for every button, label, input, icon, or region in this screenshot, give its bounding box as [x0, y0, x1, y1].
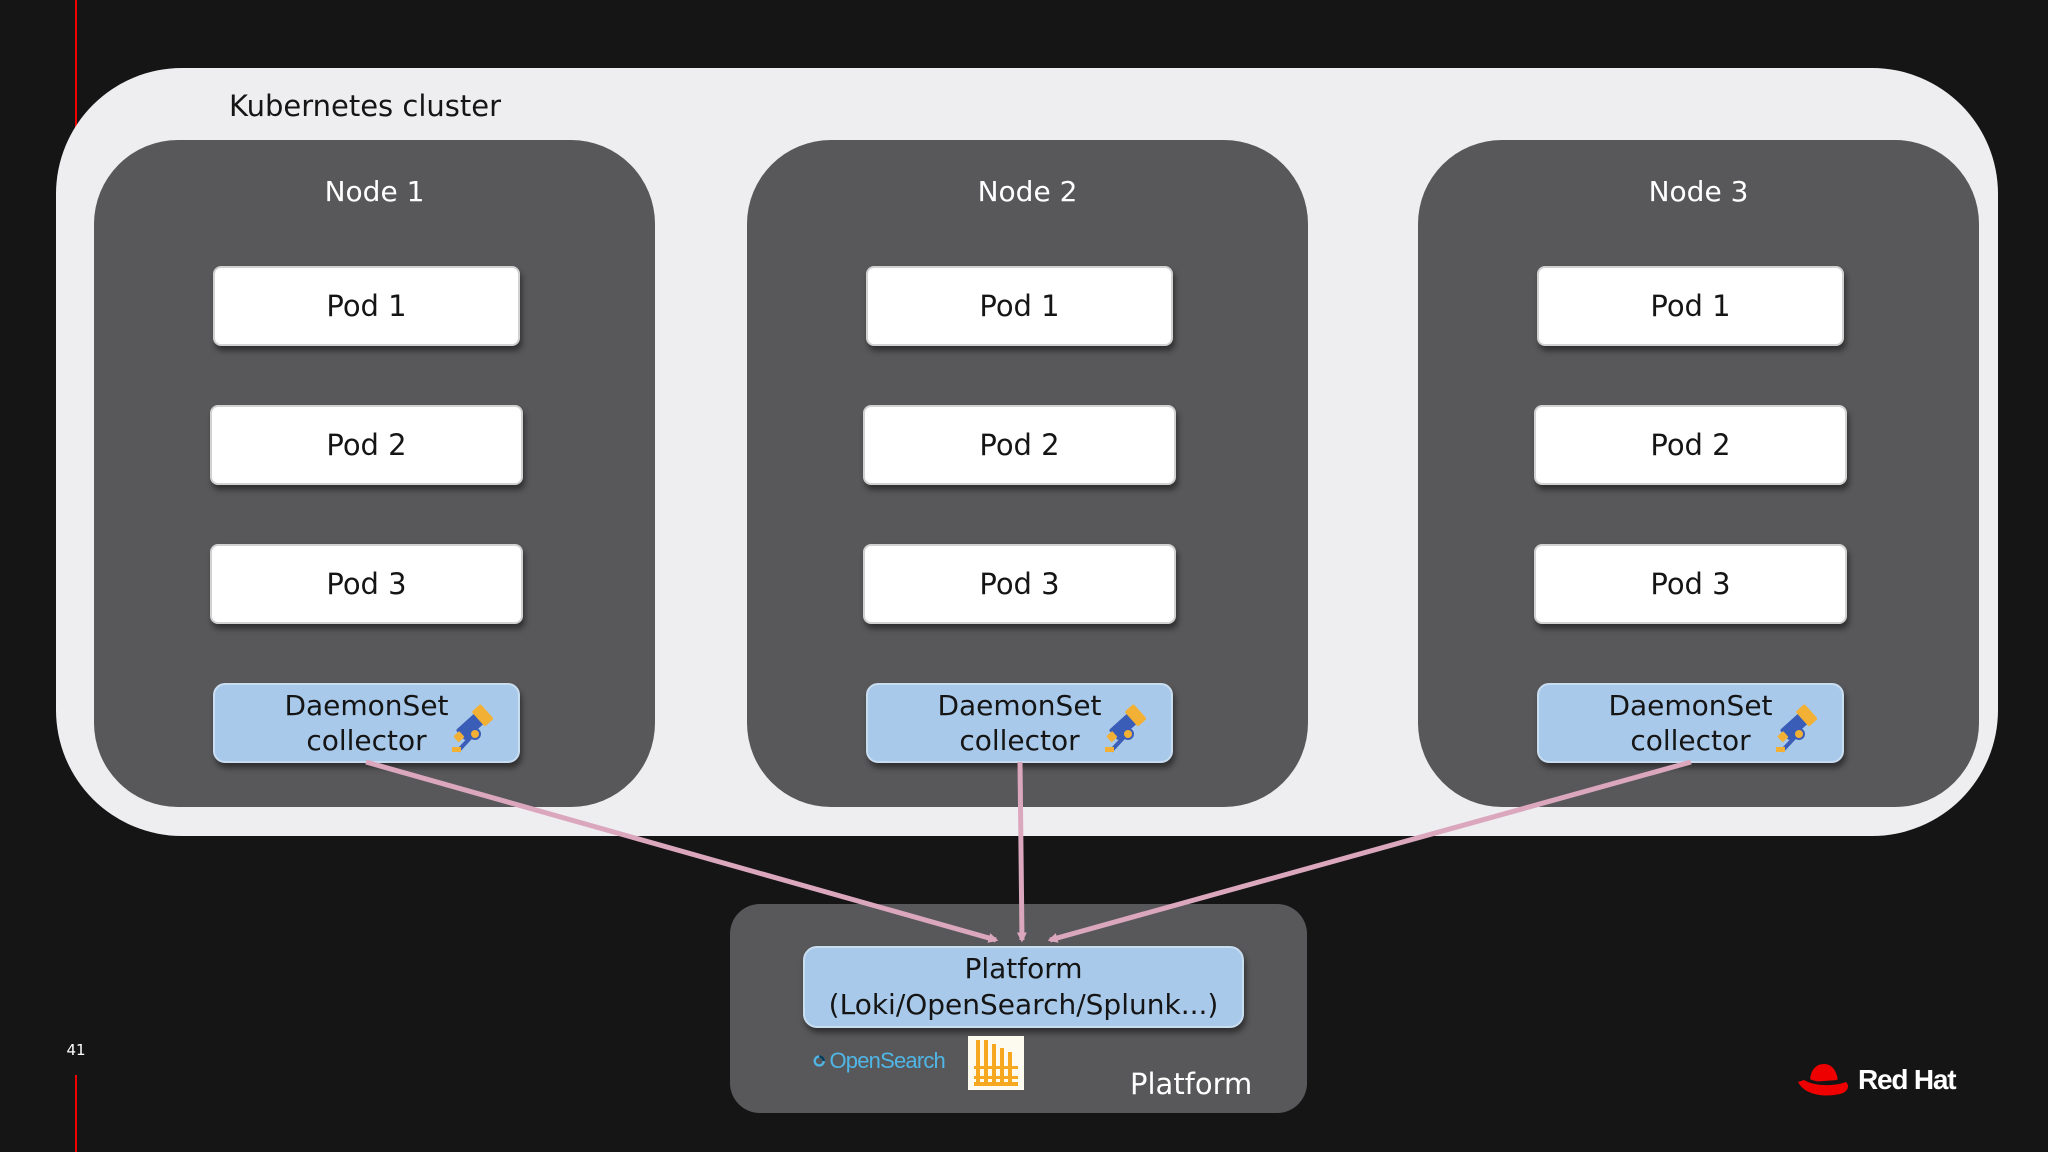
platform-backend-title: Platform — [964, 952, 1083, 985]
pod-box: Pod 3 — [210, 544, 523, 624]
pod-box: Pod 1 — [1537, 266, 1844, 346]
telescope-icon — [452, 704, 493, 753]
platform-label: Platform — [1130, 1067, 1253, 1101]
pod-box: Pod 3 — [863, 544, 1176, 624]
collector-label-line1: DaemonSet — [937, 689, 1102, 722]
pod-box: Pod 3 — [1534, 544, 1847, 624]
bottom-red-rule — [75, 1075, 77, 1152]
collector-label-line1: DaemonSet — [284, 689, 449, 722]
cluster-label: Kubernetes cluster — [229, 89, 502, 123]
redhat-fedora-icon — [1798, 1064, 1848, 1096]
daemonset-collector: DaemonSet collector — [1537, 683, 1844, 763]
pod-box: Pod 2 — [863, 405, 1176, 485]
pod-box: Pod 2 — [1534, 405, 1847, 485]
collector-label-line1: DaemonSet — [1608, 689, 1773, 722]
daemonset-collector: DaemonSet collector — [866, 683, 1173, 763]
opensearch-icon — [813, 1055, 825, 1067]
loki-logo — [968, 1036, 1024, 1090]
redhat-logo: Red Hat — [1796, 1056, 1966, 1104]
pod-box: Pod 1 — [213, 266, 520, 346]
node-label: Node 1 — [324, 175, 425, 208]
page-number: 41 — [66, 1041, 86, 1059]
telescope-icon — [1776, 704, 1817, 753]
telescope-icon — [1105, 704, 1146, 753]
node-label: Node 3 — [1648, 175, 1749, 208]
pod-box: Pod 1 — [866, 266, 1173, 346]
collector-label-line2: collector — [959, 724, 1080, 757]
platform-backend-subtitle: (Loki/OpenSearch/Splunk...) — [828, 988, 1219, 1021]
redhat-wordmark: Red Hat — [1858, 1064, 1957, 1095]
opensearch-wordmark: OpenSearch — [829, 1048, 945, 1073]
daemonset-collector: DaemonSet collector — [213, 683, 520, 763]
node-label: Node 2 — [977, 175, 1078, 208]
opensearch-logo: OpenSearch — [813, 1046, 946, 1076]
top-red-rule — [75, 0, 77, 132]
collector-label-line2: collector — [306, 724, 427, 757]
platform-backend-box: Platform (Loki/OpenSearch/Splunk...) — [803, 946, 1244, 1028]
collector-label-line2: collector — [1630, 724, 1751, 757]
pod-box: Pod 2 — [210, 405, 523, 485]
